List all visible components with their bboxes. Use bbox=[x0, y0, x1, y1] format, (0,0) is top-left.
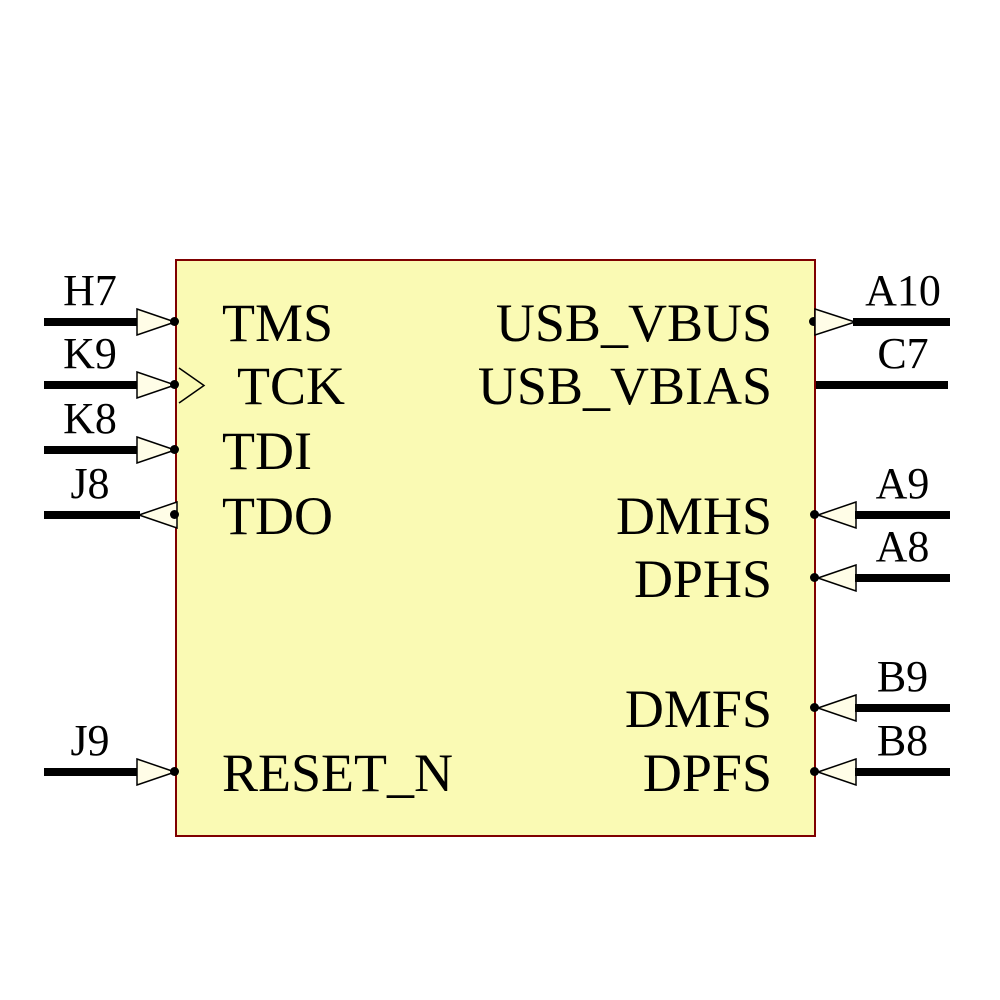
wire bbox=[816, 381, 948, 389]
pin-label: USB_VBIAS bbox=[477, 356, 772, 416]
pin-number: K8 bbox=[63, 394, 117, 443]
wire bbox=[853, 318, 950, 326]
pin-label: TDO bbox=[222, 486, 333, 546]
pin-dot bbox=[809, 317, 818, 326]
pin-label: DMHS bbox=[615, 486, 772, 546]
pin-dot bbox=[170, 317, 179, 326]
pin-label: RESET_N bbox=[222, 743, 454, 803]
pin-number: B8 bbox=[876, 716, 929, 765]
pin-dot bbox=[810, 767, 819, 776]
wire bbox=[855, 704, 950, 712]
pin-number: A10 bbox=[865, 266, 941, 315]
wire bbox=[44, 446, 137, 454]
input-arrow-icon bbox=[136, 758, 176, 786]
input-arrow-icon bbox=[817, 564, 857, 592]
pin-number: H7 bbox=[63, 266, 117, 315]
pin-label: DPFS bbox=[642, 743, 772, 803]
pin-number: C7 bbox=[877, 329, 929, 378]
wire bbox=[855, 768, 950, 776]
pin-dot bbox=[810, 573, 819, 582]
input-arrow-icon bbox=[136, 308, 176, 336]
pin-label: TDI bbox=[222, 421, 312, 481]
chip-body[interactable] bbox=[175, 259, 816, 837]
input-arrow-icon bbox=[817, 694, 857, 722]
pin-number: A8 bbox=[875, 522, 930, 571]
wire bbox=[855, 511, 950, 519]
pin-dot bbox=[170, 767, 179, 776]
input-arrow-icon bbox=[136, 371, 176, 399]
pin-dot bbox=[170, 380, 179, 389]
wire bbox=[44, 511, 140, 519]
wire bbox=[44, 318, 137, 326]
pin-dot bbox=[170, 510, 179, 519]
pin-dot bbox=[810, 703, 819, 712]
pin-dot bbox=[170, 445, 179, 454]
input-arrow-icon bbox=[136, 436, 176, 464]
input-arrow-icon bbox=[817, 501, 857, 529]
pin-label: USB_VBUS bbox=[495, 293, 772, 353]
pin-dot bbox=[810, 510, 819, 519]
output-arrow-icon bbox=[814, 308, 856, 336]
pin-number: J9 bbox=[70, 716, 110, 765]
pin-label: DPHS bbox=[633, 549, 772, 609]
pin-label: DMFS bbox=[624, 679, 772, 739]
wire bbox=[44, 381, 137, 389]
pin-number: J8 bbox=[70, 459, 110, 508]
wire bbox=[44, 768, 137, 776]
pin-number: B9 bbox=[876, 652, 929, 701]
input-arrow-icon bbox=[817, 758, 857, 786]
pin-label: TCK bbox=[237, 356, 345, 416]
pin-number: A9 bbox=[875, 459, 930, 508]
clock-chevron-icon bbox=[178, 367, 206, 404]
pin-number: K9 bbox=[63, 329, 117, 378]
pin-label: TMS bbox=[222, 293, 334, 353]
wire bbox=[855, 574, 950, 582]
